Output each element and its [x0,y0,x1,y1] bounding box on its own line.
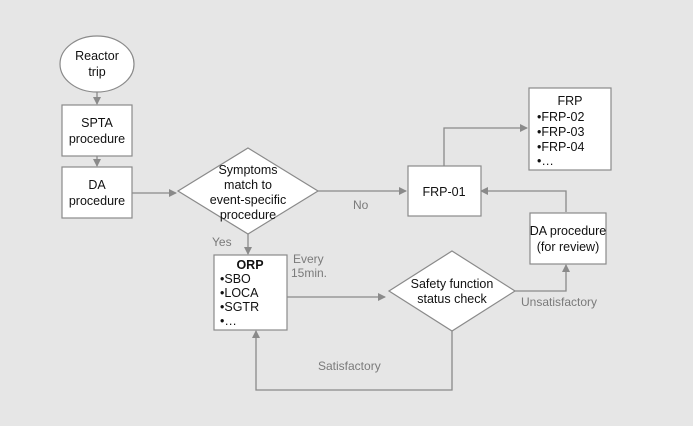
edge-label-every-line2: 15min. [291,266,327,280]
symptoms-line4: procedure [220,208,276,222]
node-spta-procedure: SPTA procedure [61,104,133,157]
symptoms-line3: event-specific [210,193,286,207]
da-review-line2: (for review) [537,240,600,254]
reactor-trip-line2: trip [88,65,105,79]
edge-safety-to-orp [252,330,453,391]
frp-item: •FRP-03 [537,125,584,139]
orp-item: •SBO [220,272,251,286]
edge-frp01-to-frp [443,124,528,166]
frp-item: •FRP-02 [537,110,584,124]
node-reactor-trip: Reactor trip [59,35,135,93]
node-frp-list: FRP •FRP-02 •FRP-03 •FRP-04 •… [528,87,612,171]
reactor-trip-line1: Reactor [75,49,119,63]
node-safety-function-decision: Safety function status check [387,250,517,332]
node-frp01: FRP-01 [407,165,482,217]
safety-line2: status check [417,292,487,306]
node-da-review: DA procedure (for review) [529,212,607,265]
frp-title: FRP [558,94,583,108]
frp-item: •… [537,154,554,168]
symptoms-line2: match to [224,178,272,192]
node-da-procedure: DA procedure [61,166,133,219]
edge-label-yes: Yes [212,235,232,249]
edge-label-unsatisfactory: Unsatisfactory [521,295,597,309]
edge-safety-to-da-review [515,264,570,292]
edge-label-no: No [353,198,369,212]
da-line1: DA [88,178,106,192]
orp-title: ORP [236,258,263,272]
spta-line2: procedure [69,132,125,146]
safety-line1: Safety function [411,277,494,291]
spta-line1: SPTA [81,116,113,130]
edge-label-every-line1: Every [293,252,324,266]
orp-item: •… [220,314,237,328]
orp-item: •LOCA [220,286,259,300]
da-line2: procedure [69,194,125,208]
frp01-label: FRP-01 [422,185,465,199]
node-symptoms-decision: Symptoms match to event-specific procedu… [176,147,320,235]
edge-label-satisfactory: Satisfactory [318,359,381,373]
symptoms-line1: Symptoms [218,163,277,177]
da-review-line1: DA procedure [530,224,606,238]
node-orp-list: ORP •SBO •LOCA •SGTR •… [213,254,288,331]
edge-da-review-to-frp01 [480,187,567,212]
orp-item: •SGTR [220,300,259,314]
frp-item: •FRP-04 [537,140,584,154]
edges [93,92,570,391]
